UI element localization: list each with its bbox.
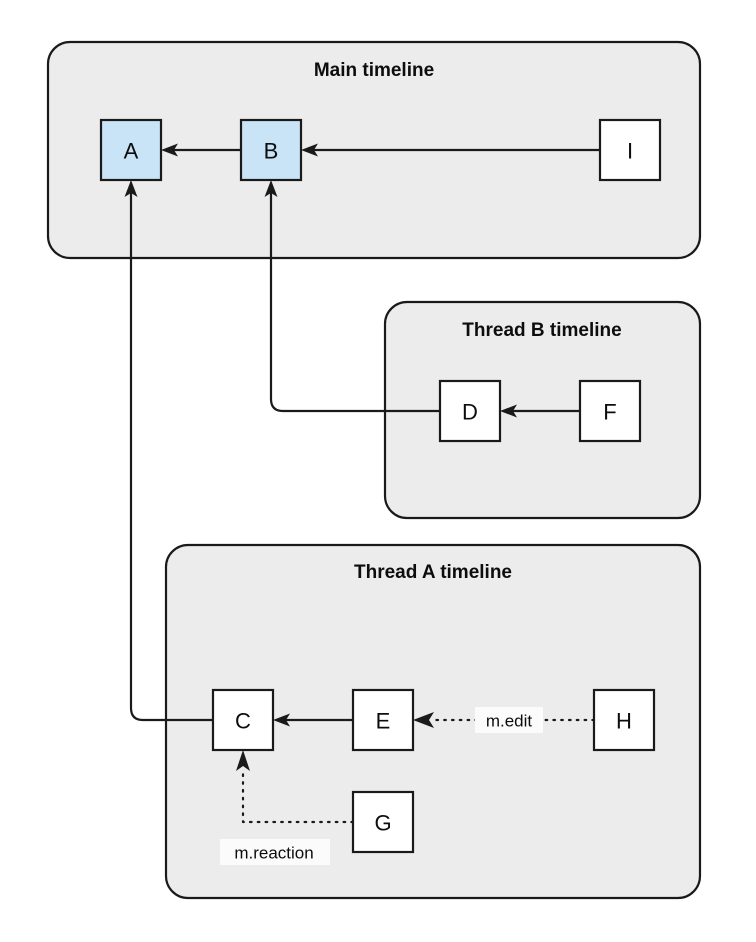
group-thread-a-timeline-title: Thread A timeline (354, 562, 512, 583)
edge-f-to-d (500, 404, 580, 418)
node-b-box[interactable] (239, 118, 303, 182)
edge-e-to-c-arrowhead (273, 713, 290, 727)
edge-g-to-c-arrowhead (236, 750, 250, 771)
node-h-box[interactable] (592, 688, 656, 752)
group-thread-a-timeline-box (164, 543, 702, 900)
node-b-label: B (264, 139, 279, 164)
node-f[interactable]: F (578, 379, 642, 443)
edge-label-m-reaction: m.reaction (220, 839, 330, 865)
edge-e-to-c (273, 713, 353, 727)
edge-g-to-c (236, 750, 355, 824)
node-a-label: A (124, 139, 139, 164)
node-f-label: F (603, 400, 616, 425)
edge-f-to-d-arrowhead (500, 404, 517, 418)
node-i[interactable]: I (598, 118, 662, 182)
node-c[interactable]: C (211, 688, 275, 752)
edge-c-to-a-arrowhead (124, 180, 138, 197)
node-c-box[interactable] (211, 688, 275, 752)
node-a-box[interactable] (99, 118, 163, 182)
group-thread-a-timeline: Thread A timeline (164, 543, 702, 900)
node-c-label: C (235, 709, 251, 734)
node-i-box[interactable] (598, 118, 662, 182)
node-f-box[interactable] (578, 379, 642, 443)
node-d[interactable]: D (438, 379, 502, 443)
node-e-box[interactable] (351, 688, 415, 752)
node-a[interactable]: A (99, 118, 163, 182)
edge-i-to-b-arrowhead (301, 143, 318, 157)
edge-label-m-edit-text: m.edit (486, 712, 533, 731)
node-e[interactable]: E (351, 688, 415, 752)
edge-g-to-c-line (241, 770, 355, 824)
edge-d-to-b-arrowhead (264, 180, 278, 197)
node-e-label: E (376, 709, 391, 734)
node-i-label: I (627, 139, 633, 164)
node-g-box[interactable] (351, 790, 415, 854)
edge-b-to-a-arrowhead (161, 143, 178, 157)
edge-label-m-edit: m.edit (475, 707, 543, 733)
edge-c-to-a (124, 180, 213, 722)
edge-d-to-b (264, 180, 440, 413)
node-h-label: H (616, 709, 632, 734)
group-thread-b-timeline-title: Thread B timeline (462, 320, 621, 341)
edge-label-m-edit-bg (475, 707, 543, 733)
node-g[interactable]: G (351, 790, 415, 854)
node-d-box[interactable] (438, 379, 502, 443)
node-h[interactable]: H (592, 688, 656, 752)
edge-b-to-a (161, 143, 241, 157)
edge-d-to-b-line (269, 192, 440, 413)
node-b[interactable]: B (239, 118, 303, 182)
node-g-label: G (374, 811, 391, 836)
edge-c-to-a-line (129, 192, 213, 722)
group-main-timeline-title: Main timeline (314, 60, 434, 81)
edge-i-to-b (301, 143, 600, 157)
edge-h-to-e-arrowhead (413, 712, 434, 728)
edge-label-m-reaction-bg (220, 839, 330, 865)
node-d-label: D (462, 400, 478, 425)
edge-label-m-reaction-text: m.reaction (234, 844, 313, 863)
